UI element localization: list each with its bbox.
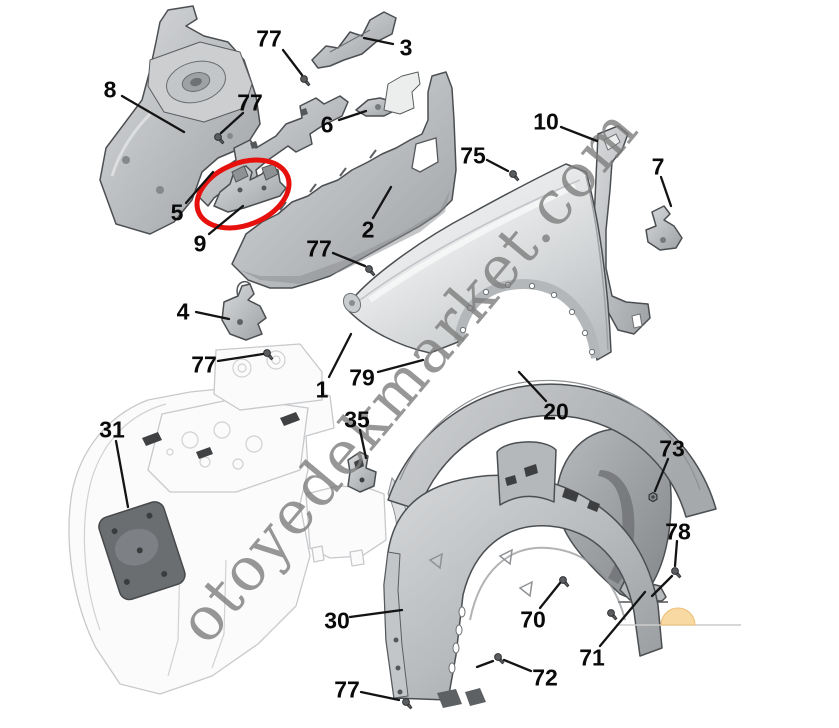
leader-line-70 xyxy=(538,581,562,610)
part-label-30: 30 xyxy=(324,607,350,633)
leader-line-73 xyxy=(653,457,670,493)
leader-line-9 xyxy=(207,204,245,236)
screw-icon xyxy=(559,576,567,584)
part-label-35: 35 xyxy=(344,406,370,432)
leader-line-72 xyxy=(502,658,533,673)
part-31-access-panel xyxy=(98,501,186,601)
part-label-31: 31 xyxy=(99,416,125,442)
part-1-front-fender xyxy=(342,163,612,361)
part-label-4: 4 xyxy=(177,298,190,324)
screw-icon xyxy=(365,265,373,273)
part-3-cowl-bracket xyxy=(311,11,397,69)
part-label-73: 73 xyxy=(659,435,685,461)
part-label-7: 7 xyxy=(652,153,665,179)
part-label-10: 10 xyxy=(533,108,559,134)
leader-line-2 xyxy=(371,185,393,220)
leader-line-7 xyxy=(659,175,673,208)
part-label-77: 77 xyxy=(256,25,282,51)
nut-hole xyxy=(651,495,655,499)
leader-line-77 xyxy=(219,111,245,135)
part-30-wheel-arch-liner xyxy=(383,441,663,708)
fasteners xyxy=(214,75,682,710)
part-label-6: 6 xyxy=(321,111,334,137)
part-20-wheel-arch-trim xyxy=(387,379,717,518)
leader-line-75 xyxy=(485,158,510,173)
leader-line-6 xyxy=(337,109,368,122)
part-label-8: 8 xyxy=(104,76,117,102)
screw-icon xyxy=(300,75,308,83)
part-label-9: 9 xyxy=(194,230,207,256)
leader-line-31 xyxy=(114,439,130,509)
part-label-71: 71 xyxy=(579,644,605,670)
leader-line-71 xyxy=(598,590,647,648)
part-label-78: 78 xyxy=(665,518,691,544)
leader-line-77 xyxy=(331,251,367,268)
part-35-fixing-bracket xyxy=(347,451,377,493)
part-label-77: 77 xyxy=(191,351,217,377)
leader-line-30 xyxy=(348,608,404,619)
logo-half-circle xyxy=(660,607,696,626)
highlight-ellipse xyxy=(194,157,292,231)
leader-line-5 xyxy=(184,170,215,205)
part-label-2: 2 xyxy=(362,216,375,242)
part-label-3: 3 xyxy=(400,34,413,60)
part-label-77: 77 xyxy=(306,235,332,261)
part-label-77: 77 xyxy=(334,676,360,702)
screw-icon xyxy=(402,698,410,706)
part-10-fender-rail xyxy=(593,125,651,335)
part-79-fender-arch-flange xyxy=(459,281,596,356)
leader-line-10 xyxy=(559,125,599,143)
part-label-20: 20 xyxy=(543,398,569,424)
leader-line-78 xyxy=(673,539,679,568)
part-label-70: 70 xyxy=(520,606,546,632)
screw-icon xyxy=(671,567,679,575)
part-label-79: 79 xyxy=(349,364,375,390)
leader-line-4 xyxy=(194,310,231,321)
part-7-bracket xyxy=(645,205,683,251)
part-label-5: 5 xyxy=(171,199,184,225)
part-2-apron-panel xyxy=(231,71,457,289)
screw-icon xyxy=(214,133,222,141)
leader-line-77 xyxy=(281,48,304,77)
screw-icon xyxy=(263,349,271,357)
leader-line-72 xyxy=(475,659,495,669)
part-9-mount-bracket xyxy=(213,163,287,213)
leader-line-8 xyxy=(120,94,186,134)
logo-fragment xyxy=(616,607,741,626)
leader-line-3 xyxy=(362,36,395,46)
leader-line-20 xyxy=(517,370,548,403)
screw-icon xyxy=(607,609,615,617)
faint-wheelhouse-assembly xyxy=(68,343,409,695)
leader-line-77 xyxy=(359,690,401,702)
screw-icon xyxy=(509,170,517,178)
leader-line-78 xyxy=(650,574,674,598)
leader-line-77 xyxy=(216,352,265,363)
screw-icon xyxy=(494,653,502,661)
leader-line-1 xyxy=(327,332,353,379)
leader-line-35 xyxy=(358,428,368,460)
part-8-strut-tower xyxy=(99,5,261,235)
leader-line-79 xyxy=(376,358,425,374)
part-label-75: 75 xyxy=(460,142,486,168)
part-label-77: 77 xyxy=(237,89,263,115)
part-4-hinge-bracket xyxy=(221,280,267,341)
part-label-72: 72 xyxy=(532,664,558,690)
part-label-1: 1 xyxy=(316,376,329,402)
